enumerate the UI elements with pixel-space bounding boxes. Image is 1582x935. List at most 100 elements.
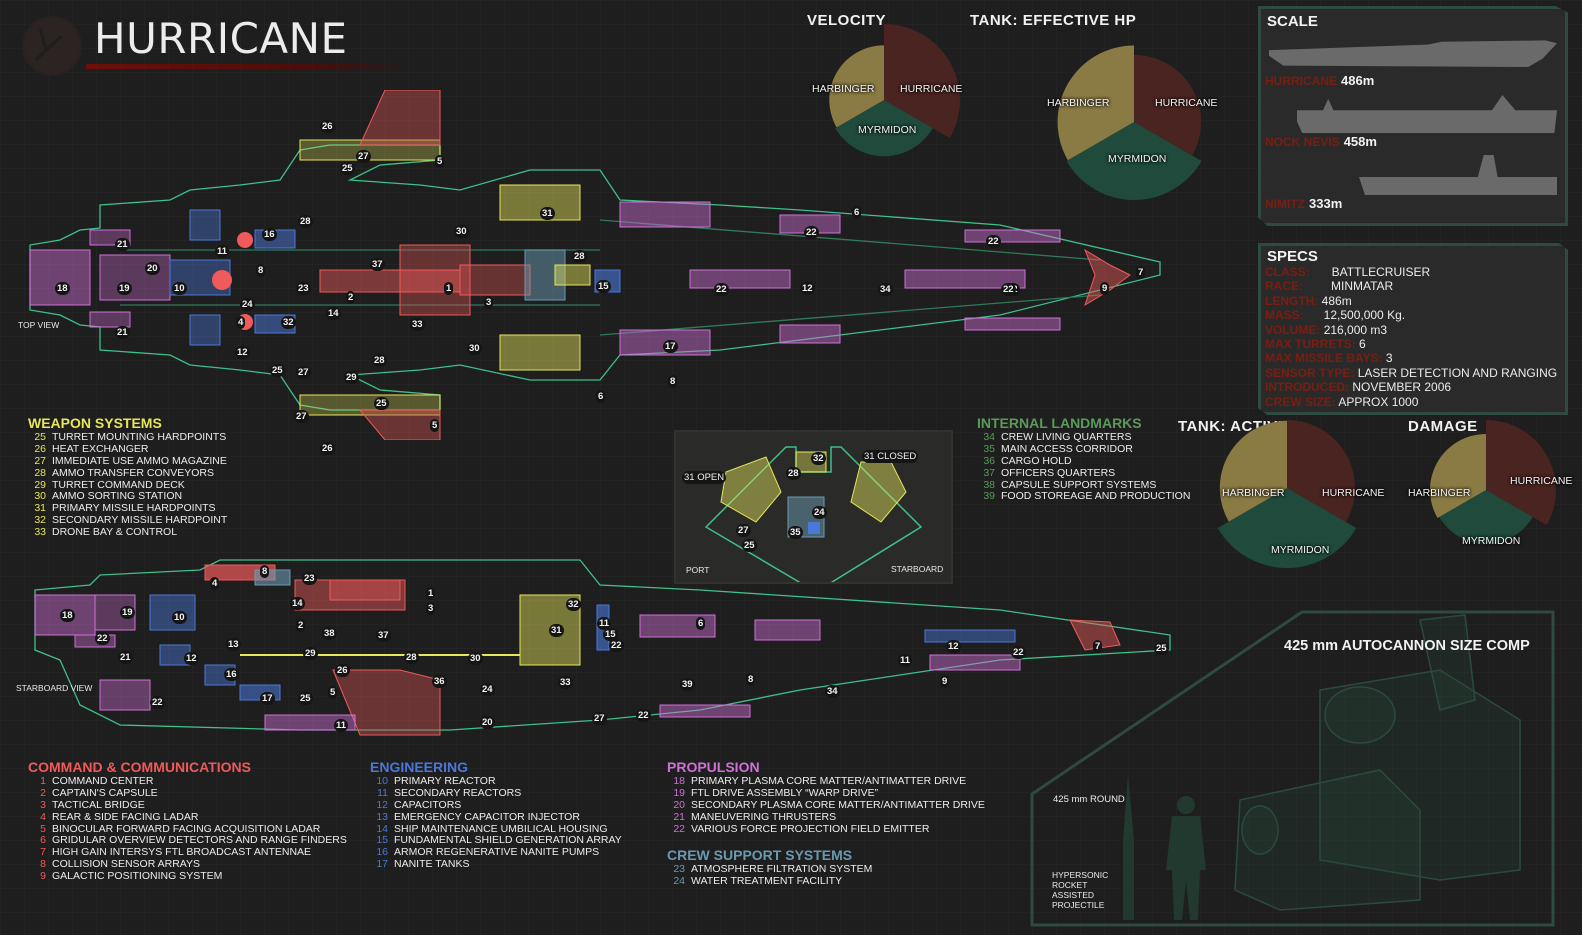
callout-badge: 11 (215, 245, 230, 258)
callout-badge: 12 (235, 346, 250, 359)
callout-badge: 34 (825, 685, 840, 698)
callout-badge: 5 (328, 686, 338, 699)
legend-item-label: CARGO HOLD (1001, 454, 1072, 467)
legend-item-label: HEAT EXCHANGER (52, 442, 149, 455)
legend-item: 10 PRIMARY REACTOR (370, 774, 622, 788)
legend-item-label: PRIMARY MISSILE HARDPOINTS (52, 502, 216, 515)
spec-sensor-type: SENSOR TYPE: LASER DETECTION AND RANGING (1265, 365, 1558, 380)
callout-badge: 22 (714, 283, 729, 296)
pie-label-myrmidon: MYRMIDON (858, 124, 917, 136)
autocannon-title: 425 mm AUTOCANNON SIZE COMP (1284, 638, 1530, 654)
legend-item-number: 28 (34, 466, 46, 479)
callout-badge: 32 (566, 598, 581, 611)
legend-item-label: IMMEDIATE USE AMMO MAGAZINE (52, 454, 227, 467)
legend-item-label: EMERGENCY CAPACITOR INJECTOR (394, 810, 580, 823)
legend-item-number: 30 (34, 490, 46, 503)
callout-badge: 25 (374, 397, 389, 410)
callout-badge: 8 (668, 375, 678, 388)
legend-item-number: 10 (376, 774, 388, 787)
legend-item-number: 35 (983, 442, 995, 455)
minmatar-logo-icon (22, 16, 82, 76)
callout-badge: 27 (736, 524, 751, 537)
legend-item-label: PRIMARY REACTOR (394, 774, 496, 787)
callout-badge: 26 (320, 120, 335, 133)
callout-badge: 18 (60, 609, 75, 622)
callout-badge: 20 (145, 262, 160, 275)
legend-item-number: 21 (673, 810, 685, 823)
callout-badge: 32 (281, 316, 296, 329)
callout-badge: 22 (636, 709, 651, 722)
callout-badge: 8 (256, 264, 266, 277)
spec-introduced: INTRODUCED: NOVEMBER 2006 (1265, 380, 1452, 395)
callout-badge: 18 (55, 282, 70, 295)
callout-badge: 6 (596, 390, 606, 403)
callout-badge: 30 (468, 652, 483, 665)
callout-badge: 23 (302, 572, 317, 585)
pie-label-hurricane: HURRICANE (900, 83, 963, 95)
spec-length: LENGTH: 486m (1265, 293, 1352, 308)
pie-slice-myrmidon (835, 100, 933, 157)
callout-badge: 10 (172, 611, 187, 624)
legend-item-label: CAPTAIN'S CAPSULE (52, 786, 158, 799)
nock-nevis-silhouette-icon (1297, 95, 1557, 133)
ship-starboard-view-schematic (34, 559, 1171, 736)
pie-label-hurricane: HURRICANE (1322, 487, 1385, 499)
pie-slice-harbinger (1057, 45, 1134, 161)
legend-item-number: 9 (40, 870, 46, 883)
callout-badge: 23 (296, 282, 311, 295)
callout-badge: 31 (549, 624, 564, 637)
legend-item-label: ATMOSPHERE FILTRATION SYSTEM (691, 862, 873, 875)
legend-item-label: TURRET MOUNTING HARDPOINTS (52, 430, 227, 443)
legend-item-label: SECONDARY MISSILE HARDPOINT (52, 514, 228, 527)
legend-item-label: AMMO TRANSFER CONVEYORS (52, 466, 214, 479)
pie-label-hurricane: HURRICANE (1155, 97, 1218, 109)
legend-item-label: FTL DRIVE ASSEMBLY “WARP DRIVE” (691, 786, 879, 799)
legend-item-label: COMMAND CENTER (52, 774, 154, 787)
callout-badge: 9 (1100, 282, 1110, 295)
spec-volume: VOLUME: 216,000 m3 (1265, 322, 1388, 337)
legend-item-number: 2 (40, 786, 46, 799)
callout-badge: 22 (95, 632, 110, 645)
legend-item-label: HIGH GAIN INTERSYS FTL BROADCAST ANTENNA… (52, 846, 312, 859)
callout-badge: 31 (540, 207, 555, 220)
legend-item-label: BINOCULAR FORWARD FACING ACQUISITION LAD… (52, 822, 321, 835)
callout-badge: 39 (680, 678, 695, 691)
callout-badge: 28 (372, 354, 387, 367)
pie-slice-hurricane (884, 24, 960, 138)
callout-badge: 16 (224, 668, 239, 681)
legend-item-label: SHIP MAINTENANCE UMBILICAL HOUSING (394, 822, 608, 835)
starboard-view-label: STARBOARD VIEW (16, 683, 93, 693)
callout-badge: 25 (298, 692, 313, 705)
legend-item-label: MAIN ACCESS CORRIDOR (1001, 442, 1133, 455)
legend-item-number: 39 (983, 490, 995, 503)
callout-badge: 24 (480, 683, 495, 696)
legend-item-number: 14 (376, 822, 388, 835)
callout-badge: 8 (746, 673, 756, 686)
callout-badge: 11 (597, 617, 612, 630)
callout-badge: 22 (986, 235, 1001, 248)
spec-mass: MASS:12,500,000 Kg. (1265, 308, 1406, 323)
legend-item-number: 6 (40, 834, 46, 847)
pie-slice-harbinger (829, 45, 884, 128)
callout-badge: 3 (426, 602, 436, 615)
callout-badge: 25 (742, 539, 757, 552)
callout-badge: 1 (444, 282, 454, 295)
human-silhouette-icon (1166, 796, 1206, 920)
specs-title: SPECS (1267, 248, 1318, 265)
pie-slice-myrmidon (1066, 122, 1202, 200)
chart-title-velocity: VELOCITY (807, 12, 887, 29)
